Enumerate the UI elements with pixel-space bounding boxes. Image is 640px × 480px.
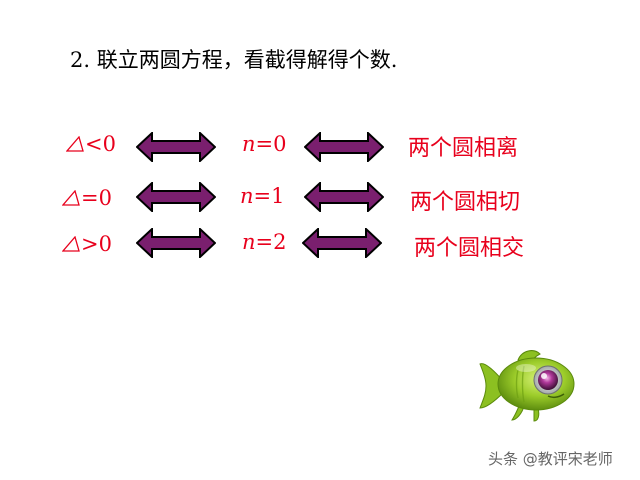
n-variable: n (242, 230, 256, 254)
double-headed-arrow-icon (302, 228, 382, 258)
source-watermark: 头条 @教评宋老师 (488, 448, 613, 469)
discriminant-value: >0 (81, 232, 112, 256)
slide-title: 2. 联立两圆方程，看截得解得个数. (70, 44, 397, 74)
discriminant-condition: >0 (62, 232, 112, 256)
relation-row: =0 n=1 两个圆相切 (0, 182, 640, 222)
n-value: =2 (256, 230, 287, 254)
triangle-delta-icon (62, 236, 80, 252)
discriminant-value: <0 (85, 132, 116, 156)
circle-relation-label: 两个圆相交 (414, 230, 524, 262)
triangle-delta-icon (66, 136, 84, 152)
double-headed-arrow-icon (136, 182, 216, 212)
n-value: =1 (254, 184, 285, 208)
relation-row: >0 n=2 两个圆相交 (0, 228, 640, 268)
circle-relation-label: 两个圆相离 (408, 130, 518, 162)
discriminant-condition: =0 (62, 186, 112, 210)
double-headed-arrow-icon (304, 182, 384, 212)
solution-count: n=1 (240, 184, 285, 208)
double-headed-arrow-icon (136, 228, 216, 258)
n-variable: n (240, 184, 254, 208)
n-value: =0 (256, 132, 287, 156)
double-headed-arrow-icon (136, 132, 216, 162)
solution-count: n=0 (242, 132, 287, 156)
double-headed-arrow-icon (304, 132, 384, 162)
discriminant-condition: <0 (66, 132, 116, 156)
circle-relation-label: 两个圆相切 (410, 184, 520, 216)
solution-count: n=2 (242, 230, 287, 254)
n-variable: n (242, 132, 256, 156)
relation-row: <0 n=0 两个圆相离 (0, 128, 640, 168)
discriminant-value: =0 (81, 186, 112, 210)
green-fish-camera-icon (478, 346, 578, 422)
triangle-delta-icon (62, 190, 80, 206)
